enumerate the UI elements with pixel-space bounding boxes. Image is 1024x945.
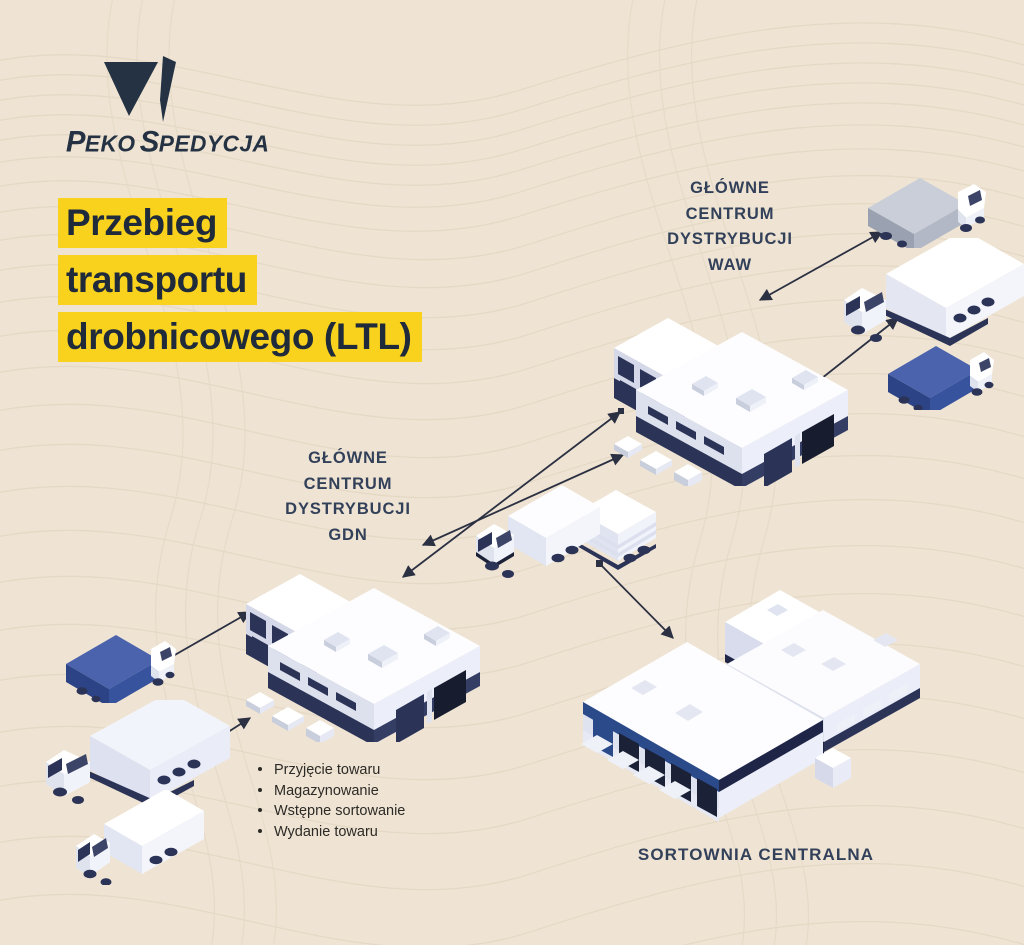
label-gdn-line-2: CENTRUM xyxy=(303,474,393,493)
list-item-label: Wydanie towaru xyxy=(274,823,378,840)
svg-text:P: P xyxy=(66,125,86,158)
building-distribution-center-gdn xyxy=(246,574,480,742)
truck-with-trailer-center xyxy=(476,485,656,578)
label-gdn-line-1: GŁÓWNE xyxy=(308,449,388,467)
logo-chevron-icon xyxy=(104,56,176,122)
svg-text:S: S xyxy=(140,125,160,158)
bullet-dot-icon xyxy=(258,767,262,771)
building-distribution-center-waw xyxy=(614,318,848,486)
label-waw-line-4: WAW xyxy=(708,255,752,274)
truck-box-blue-waw xyxy=(888,346,994,410)
svg-text:PEDYCJA: PEDYCJA xyxy=(159,130,270,156)
svg-text:EKO: EKO xyxy=(85,130,136,156)
label-gdn-line-4: GDN xyxy=(328,525,368,544)
list-item-label: Przyjęcie towaru xyxy=(274,762,381,778)
label-gdn-line-3: DYSTRYBUCJI xyxy=(285,500,411,519)
logo-wordmark: P EKO S PEDYCJA xyxy=(66,125,270,158)
label-distribution-center-waw: GŁÓWNE CENTRUM DYSTRYBUCJI WAW xyxy=(620,176,840,278)
page-title: Przebieg transportu drobnicowego (LTL) xyxy=(58,198,578,369)
bullet-dot-icon xyxy=(258,828,262,833)
label-distribution-center-gdn: GŁÓWNE CENTRUM DYSTRYBUCJI GDN xyxy=(238,446,458,548)
bullet-dot-icon xyxy=(258,787,262,792)
truck-box-blue-gdn xyxy=(66,635,176,703)
label-waw-line-3: DYSTRYBUCJI xyxy=(667,230,793,249)
label-central-sorting-facility: SORTOWNIA CENTRALNA xyxy=(637,845,875,864)
list-item: Magazynowanie xyxy=(256,781,476,802)
brand-logo: P EKO S PEDYCJA xyxy=(58,52,358,158)
truck-box-gray-waw xyxy=(868,178,986,248)
title-line-3: drobnicowego (LTL) xyxy=(58,312,422,362)
truck-semi-trailer-white-waw xyxy=(844,238,1024,346)
truck-semi-trailer-white-gdn xyxy=(46,700,230,808)
title-line-1: Przebieg xyxy=(58,198,228,248)
list-item: Wstępne sortowanie xyxy=(256,801,476,822)
truck-box-white-gdn xyxy=(76,790,204,885)
list-item: Przyjęcie towaru xyxy=(256,760,476,781)
label-waw-line-2: CENTRUM xyxy=(685,204,775,223)
label-waw-line-1: GŁÓWNE xyxy=(690,179,770,197)
list-item: Wydanie towaru xyxy=(256,822,476,843)
list-item-label: Wstępne sortowanie xyxy=(274,803,406,820)
process-steps-list: Przyjęcie towaru Magazynowanie Wstępne s… xyxy=(256,760,476,842)
building-central-sorting-facility xyxy=(581,590,920,822)
bullet-dot-icon xyxy=(258,808,262,813)
title-line-2: transportu xyxy=(58,255,258,305)
list-item-label: Magazynowanie xyxy=(274,782,379,799)
